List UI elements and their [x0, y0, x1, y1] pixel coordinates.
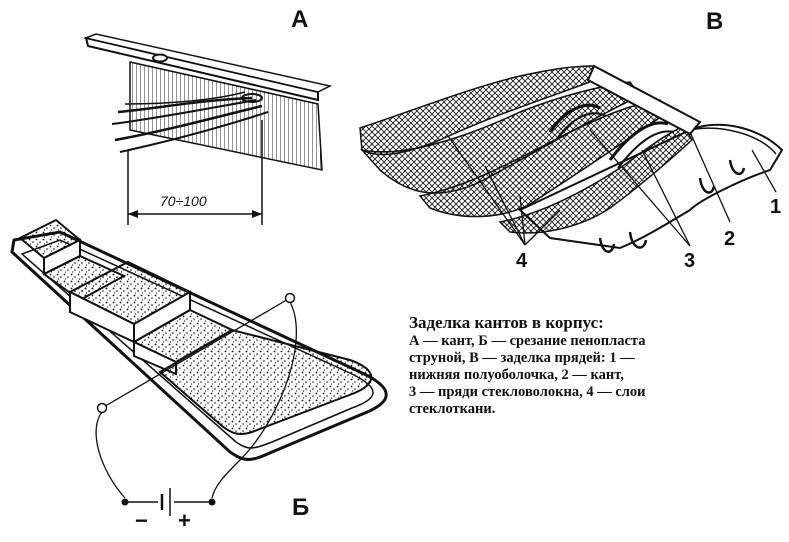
wire-terminal-right — [284, 292, 296, 304]
battery-plus-label: + — [178, 508, 191, 533]
caption-line: стеклоткани. — [409, 401, 496, 417]
caption-title: Заделка кантов в корпус: — [409, 313, 604, 332]
wire-terminal-left — [96, 402, 108, 414]
caption-line: А — кант, Б — срезание пенопласта — [409, 333, 646, 349]
panel-v-drawing — [359, 64, 784, 253]
callout-4: 4 — [516, 250, 528, 272]
battery-minus-label: − — [135, 508, 148, 533]
figure-caption: Заделка кантов в корпус: А — кант, Б — с… — [409, 314, 781, 418]
dimension-label: 70÷100 — [160, 193, 207, 209]
battery-terminal-minus — [121, 498, 129, 506]
panel-b-label: Б — [292, 494, 310, 521]
mount-hole — [152, 53, 168, 63]
panel-a-label: А — [291, 6, 309, 33]
panel-v-label: В — [706, 8, 724, 35]
battery-terminal-plus — [208, 498, 216, 506]
callout-3: 3 — [684, 250, 696, 272]
caption-line: струной, В — заделка прядей: 1 — — [409, 350, 635, 366]
caption-line: 3 — пряди стекловолокна, 4 — слои — [409, 384, 646, 400]
callout-2: 2 — [724, 228, 736, 250]
panel-b-drawing — [10, 218, 388, 516]
panel-a-drawing — [83, 33, 333, 225]
caption-line: нижняя полуоболочка, 2 — кант, — [409, 367, 624, 383]
callout-1: 1 — [770, 196, 782, 218]
